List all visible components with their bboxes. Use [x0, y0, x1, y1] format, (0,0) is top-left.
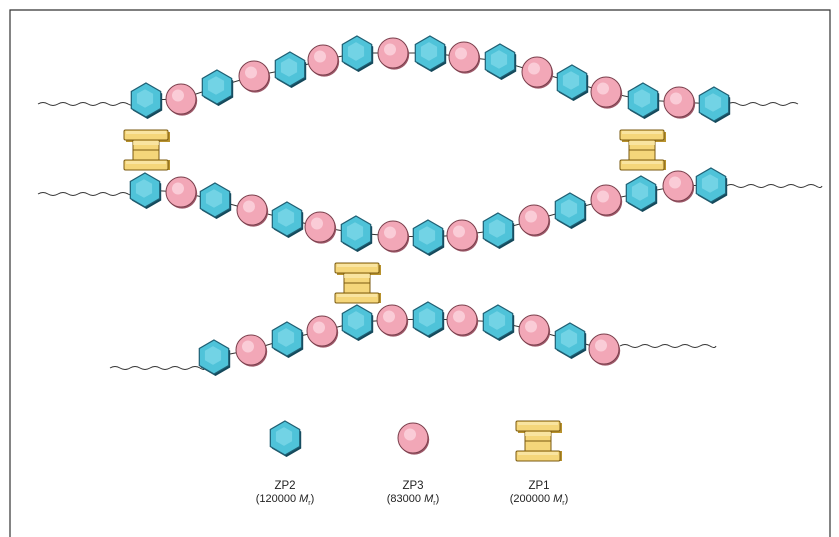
filament-bottom-zp3-sphere: [376, 304, 409, 337]
legend-zp1-crosslink-icon: [515, 420, 562, 462]
legend-zp2-name: ZP2: [274, 480, 296, 492]
filament-middle-zp3-sphere: [236, 194, 269, 227]
filament-top-zp3-sphere: [521, 56, 554, 89]
legend-icons: [269, 420, 562, 462]
legend-zp1-text: ZP1 (200000 Mr): [474, 480, 604, 510]
filament-bottom-zp2-hexagon: [412, 301, 445, 338]
filament-top-zp2-hexagon: [130, 82, 163, 119]
filament-bottom-zp2-hexagon: [271, 321, 304, 358]
filament-middle: [37, 167, 823, 256]
filament-middle-zp2-hexagon: [695, 167, 728, 204]
legend-zp2-text: ZP2 (120000 Mr): [220, 480, 350, 510]
filament-top-zp2-hexagon: [627, 82, 660, 119]
filament-middle-zp2-hexagon: [271, 201, 304, 238]
filament-top-zp2-hexagon: [201, 69, 234, 106]
filaments-group: [37, 35, 823, 376]
filament-top-zp2-hexagon: [556, 64, 589, 101]
filament-middle-tail-0: [37, 192, 142, 196]
legend-zp3-mass: (83000 Mr): [386, 493, 440, 508]
legend-zp1-name: ZP1: [528, 480, 550, 492]
filament-bottom-zp2-hexagon: [198, 339, 231, 376]
crosslinks-group: [123, 129, 666, 304]
filament-bottom-zp2-hexagon: [554, 322, 587, 359]
filament-top: [37, 35, 799, 123]
filament-top-tail-1: [727, 102, 799, 106]
filament-middle-zp3-sphere: [446, 219, 479, 252]
filament-top-zp2-hexagon: [414, 35, 447, 72]
filament-middle-zp3-sphere: [304, 211, 337, 244]
figure-border: [9, 9, 831, 537]
filament-top-zp2-hexagon: [274, 51, 307, 88]
legend-zp1-mass: (200000 Mr): [509, 493, 569, 508]
filament-middle-zp3-sphere: [377, 220, 410, 253]
legend-zp2-mass: (120000 Mr): [255, 493, 315, 508]
filament-middle-zp2-hexagon: [129, 172, 162, 209]
filament-top-tail-0: [37, 102, 143, 106]
filament-top-zp3-sphere: [165, 83, 198, 116]
filament-middle-tail-1: [725, 184, 823, 188]
filament-bottom-zp2-hexagon: [482, 304, 515, 341]
zp1-crosslink-right: [619, 129, 666, 171]
filament-middle-zp3-sphere: [518, 204, 551, 237]
legend-zp3-sphere-icon: [397, 422, 430, 455]
filament-bottom-zp3-sphere: [518, 314, 551, 347]
filament-bottom-zp3-sphere: [306, 315, 339, 348]
filament-middle-zp2-hexagon: [412, 219, 445, 256]
filament-middle-zp2-hexagon: [482, 212, 515, 249]
zp1-crosslink-left: [123, 129, 170, 171]
filament-middle-zp2-hexagon: [199, 182, 232, 219]
legend-zp2-hexagon-icon: [269, 420, 302, 457]
filament-bottom-zp3-sphere: [588, 333, 621, 366]
filament-bottom: [109, 301, 717, 376]
filament-top-zp2-hexagon: [484, 43, 517, 80]
filament-top-zp2-hexagon: [698, 86, 731, 123]
filament-middle-zp2-hexagon: [625, 175, 658, 212]
filament-top-zp3-sphere: [448, 41, 481, 74]
filament-top-zp3-sphere: [590, 76, 623, 109]
filament-top-zp3-sphere: [238, 60, 271, 93]
filament-middle-zp3-sphere: [662, 170, 695, 203]
filament-bottom-tail-1: [619, 344, 717, 348]
filament-bottom-tail-0: [109, 366, 205, 370]
filament-bottom-zp3-sphere: [235, 334, 268, 367]
filament-middle-zp3-sphere: [590, 184, 623, 217]
filament-top-zp3-sphere: [307, 44, 340, 77]
filament-top-zp3-sphere: [377, 37, 410, 70]
filament-top-zp2-hexagon: [341, 35, 374, 72]
filament-bottom-zp3-sphere: [446, 304, 479, 337]
legend-zp3-text: ZP3 (83000 Mr): [348, 480, 478, 510]
filament-bottom-zp2-hexagon: [341, 304, 374, 341]
legend-zp3-name: ZP3: [402, 480, 424, 492]
zp1-crosslink-center: [334, 262, 381, 304]
filament-middle-zp2-hexagon: [340, 215, 373, 252]
filament-middle-zp2-hexagon: [554, 192, 587, 229]
filament-top-zp3-sphere: [663, 86, 696, 119]
filament-middle-zp3-sphere: [165, 176, 198, 209]
